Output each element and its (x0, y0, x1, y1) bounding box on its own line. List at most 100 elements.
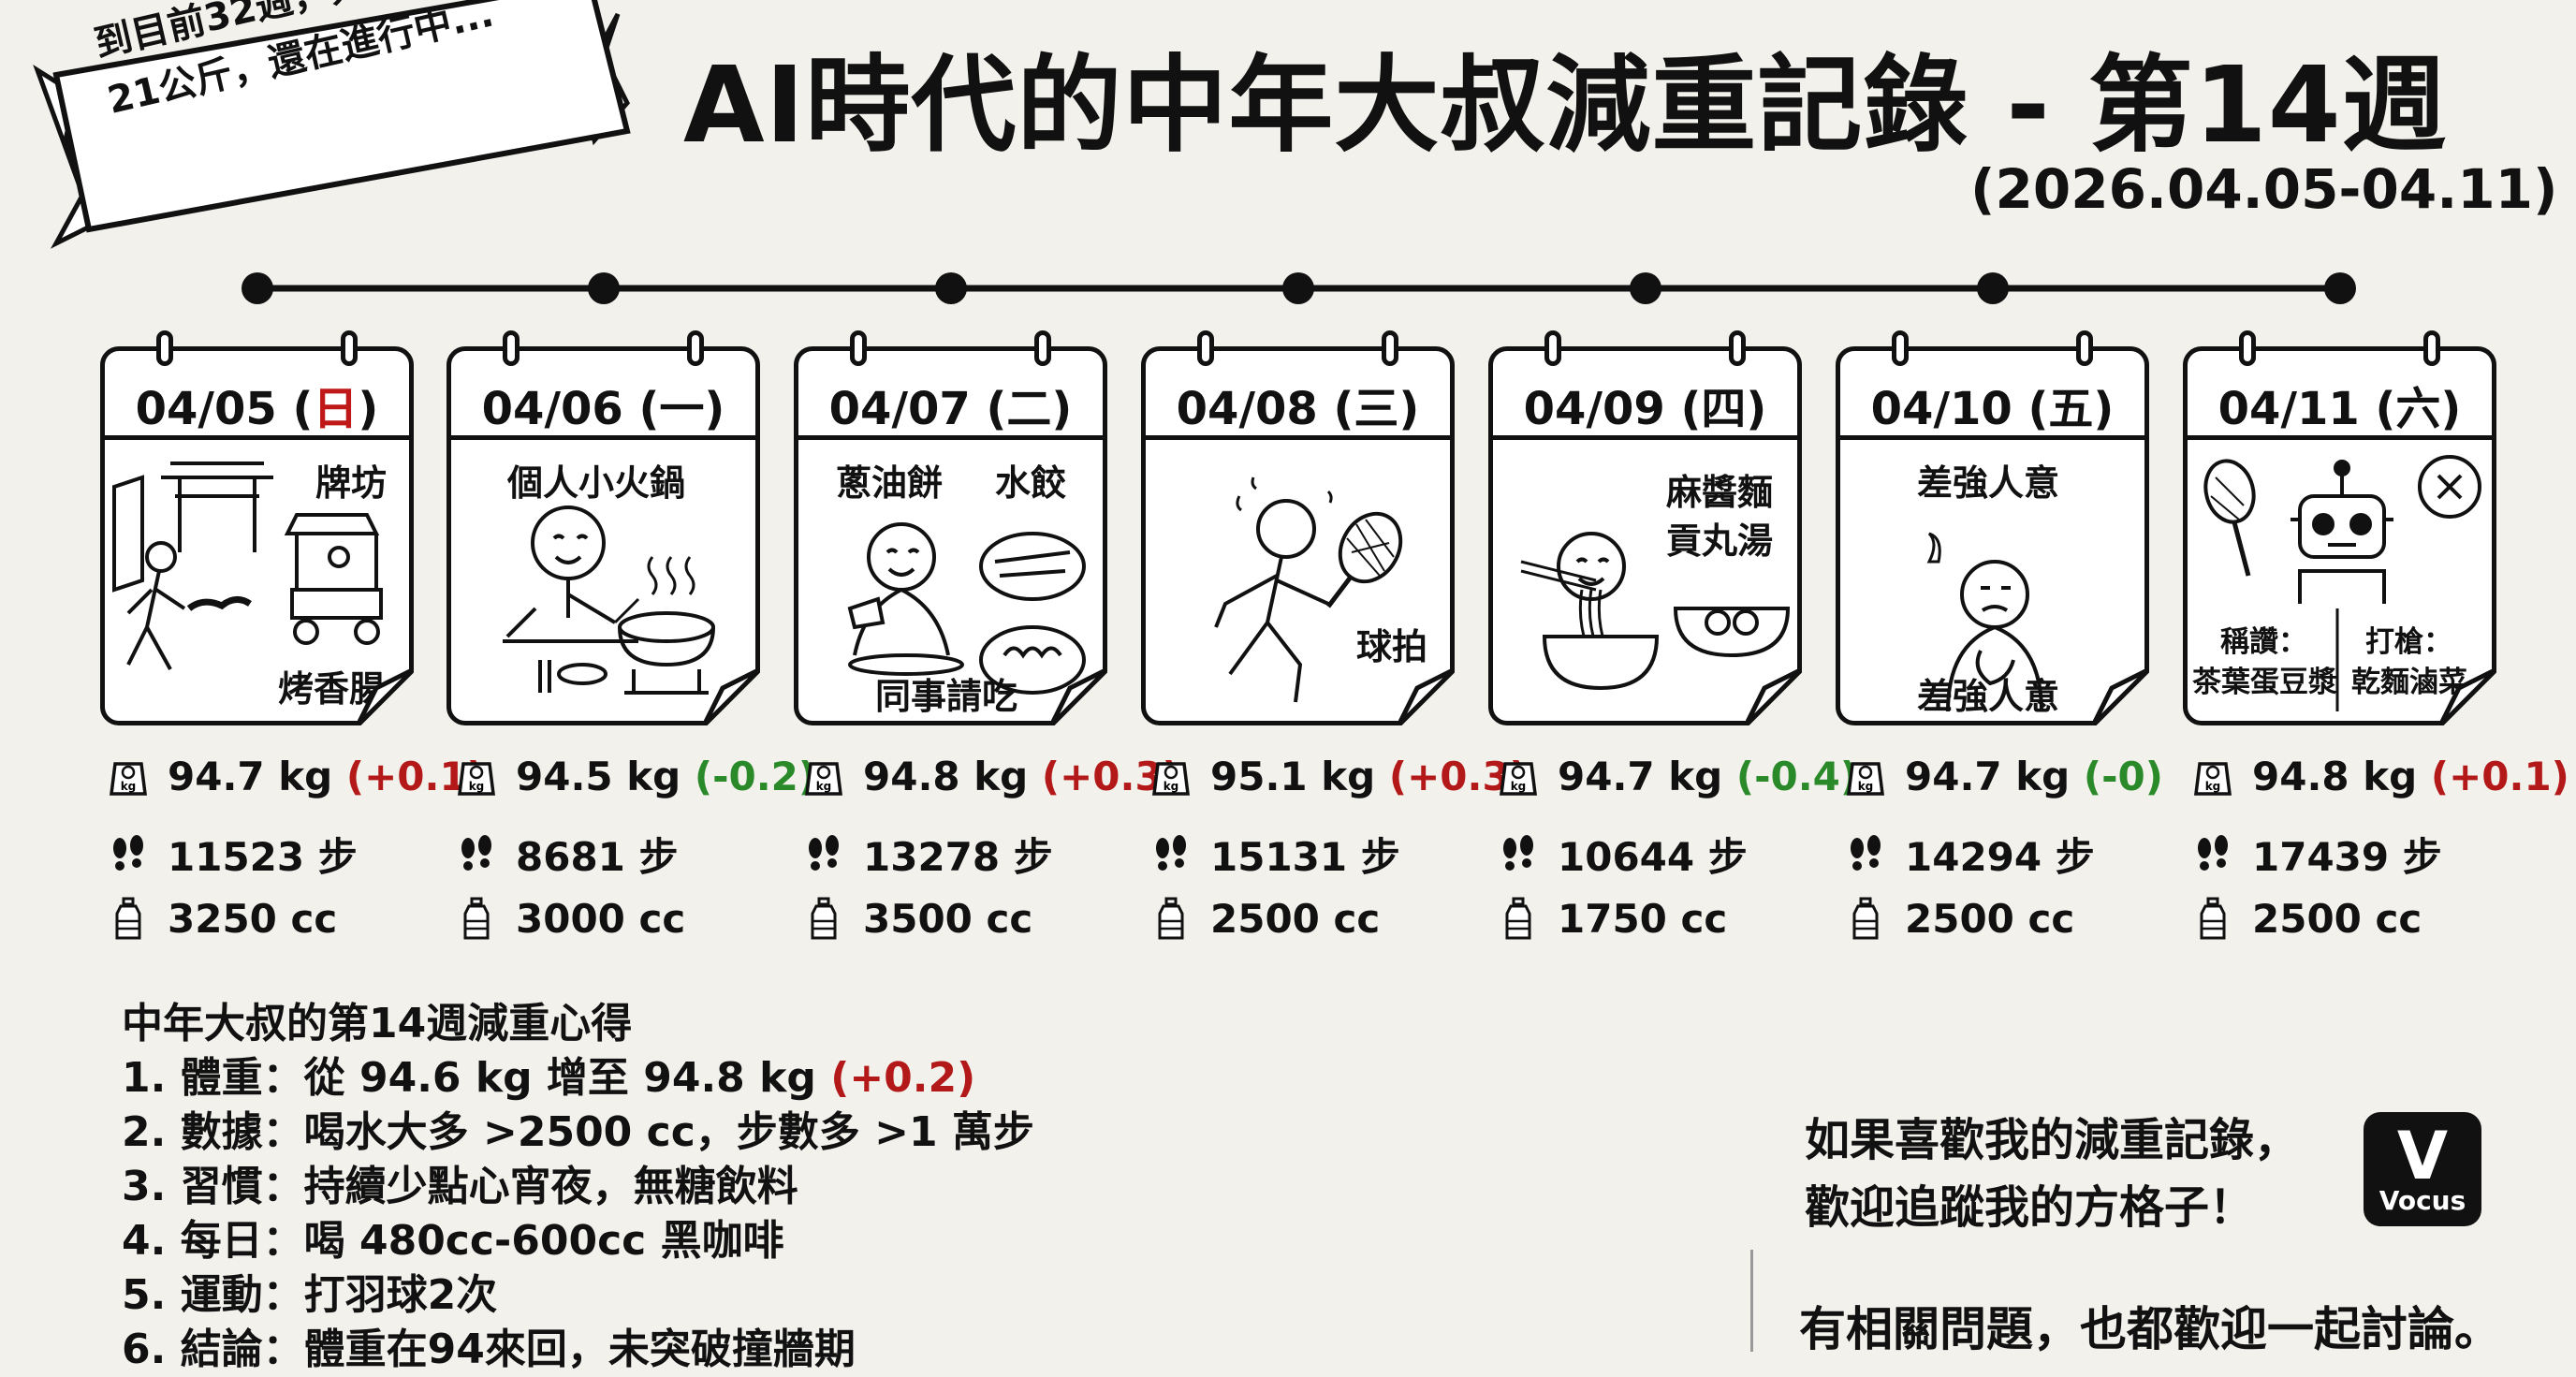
card-label: 水餃 (995, 462, 1067, 504)
svg-text:kg: kg (2205, 780, 2221, 793)
note-line-3: 3. 習慣：持續少點心宵夜，無糖飲料 (122, 1163, 798, 1210)
scale-icon: kg (1500, 761, 1537, 796)
badminton-illustration (1214, 476, 1403, 703)
card-label: 乾麵滷菜 (2351, 666, 2467, 699)
note-line-1: 1. 體重：從 94.6 kg 增至 94.8 kg (+0.2) (122, 1054, 976, 1102)
day-card-0407: 04/07 (二) 蔥油餅 水餃 同事請吃 (794, 330, 1107, 725)
vocus-logo[interactable]: V Vocus (2364, 1112, 2481, 1226)
steps-stat: 17439 步 (2192, 826, 2442, 883)
svg-text:kg: kg (469, 780, 485, 793)
card-date: 04/07 (二) (828, 383, 1073, 435)
hotpot-illustration (503, 505, 715, 695)
robot-illustration (2203, 455, 2481, 711)
timeline (242, 272, 2356, 304)
scale-icon: kg (805, 761, 842, 796)
steps-stat: 10644 步 (1498, 826, 1748, 883)
footprints-icon (113, 834, 143, 871)
card-date: 04/10 (五) (1870, 383, 2115, 435)
vocus-mark: V (2396, 1118, 2449, 1194)
scale-icon: kg (458, 761, 495, 796)
day-card-0411: 04/11 (六) 稱讚： 打槍： 茶葉蛋豆漿 乾麵滷菜 (2183, 330, 2496, 725)
day-card-0409: 04/09 (四) 麻醬麵 貢丸湯 (1488, 330, 1802, 725)
thinking-person-illustration (1926, 532, 2043, 712)
water-bottle-icon (811, 897, 837, 939)
divider-line (1750, 1250, 1753, 1352)
scale-icon: kg (1847, 761, 1884, 796)
footprints-icon (461, 834, 491, 871)
scale-icon: kg (1152, 761, 1190, 796)
water-stat: 2500 cc (2192, 896, 2422, 942)
footprints-icon (1156, 834, 1186, 871)
water-bottle-icon (463, 897, 490, 939)
note-line-4: 4. 每日：喝 480cc-600cc 黑咖啡 (122, 1217, 784, 1265)
svg-text:kg: kg (1511, 780, 1527, 793)
footprints-icon (809, 834, 839, 871)
steps-stat: 14294 步 (1845, 826, 2095, 883)
dumpling-illustration (847, 522, 1086, 695)
svg-text:kg: kg (816, 780, 832, 793)
timeline-dot (242, 272, 273, 304)
page-title: AI時代的中年大叔減重記錄 - 第14週 (683, 45, 2448, 167)
steps-stat: 15131 步 (1150, 826, 1400, 883)
water-bottle-icon (2200, 897, 2226, 939)
steps-stat: 8681 步 (456, 826, 679, 883)
ribbon-banner (33, 0, 631, 249)
svg-text:kg: kg (1858, 780, 1874, 793)
water-bottle-icon (1158, 897, 1184, 939)
follow-line-1: 如果喜歡我的減重記錄， (1805, 1114, 2300, 1166)
timeline-dot (588, 272, 620, 304)
card-label: 差強人意 (1917, 676, 2060, 717)
discuss-message: 有相關問題，也都歡迎一起討論。 (1799, 1302, 2501, 1356)
svg-text:kg: kg (1164, 780, 1179, 793)
water-stat: 3250 cc (108, 896, 337, 942)
follow-line-2: 歡迎追蹤我的方格子！ (1805, 1181, 2255, 1234)
water-stat: 2500 cc (1845, 896, 2074, 942)
water-bottle-icon (1505, 897, 1531, 939)
timeline-dot (2324, 272, 2356, 304)
card-label: 個人小火鍋 (507, 462, 686, 504)
card-label: 稱讚： (2220, 625, 2307, 659)
note-line-2: 2. 數據：喝水大多 >2500 cc，步數多 >1 萬步 (122, 1108, 1034, 1156)
notes-heading: 中年大叔的第14週減重心得 (122, 1000, 633, 1047)
footprints-icon (1503, 834, 1533, 871)
day-card-0408: 04/08 (三) 球拍 (1141, 330, 1455, 725)
gate-sausage-illustration (112, 461, 383, 670)
card-date: 04/11 (六) (2217, 383, 2462, 435)
day-card-0410: 04/10 (五) 差強人意 差強人意 (1836, 330, 2149, 725)
water-stat: 2500 cc (1150, 896, 1380, 942)
timeline-dot (1282, 272, 1314, 304)
card-date: 04/09 (四) (1523, 383, 1767, 435)
card-label: 打槍： (2365, 625, 2452, 659)
card-label: 牌坊 (315, 462, 388, 504)
water-bottle-icon (1852, 897, 1879, 939)
scale-icon: kg (110, 761, 147, 796)
card-label: 麻醬麵 (1666, 472, 1774, 513)
card-date: 04/06 (一) (481, 383, 725, 435)
timeline-dot (1977, 272, 2009, 304)
day-card-0406: 04/06 (一) 個人小火鍋 (446, 330, 760, 725)
date-range: (2026.04.05-04.11) (1970, 157, 2558, 221)
card-label: 茶葉蛋豆漿 (2192, 666, 2337, 699)
note-line-6: 6. 結論：體重在94來回，未突破撞牆期 (122, 1326, 856, 1373)
vocus-name: Vocus (2378, 1185, 2466, 1216)
card-label: 同事請吃 (875, 676, 1018, 717)
steps-stat: 13278 步 (803, 826, 1053, 883)
card-label: 貢丸湯 (1666, 520, 1774, 562)
card-label: 球拍 (1356, 626, 1428, 667)
card-date: 04/08 (三) (1176, 383, 1420, 435)
svg-text:kg: kg (121, 780, 137, 793)
weekly-notes: 中年大叔的第14週減重心得 1. 體重：從 94.6 kg 增至 94.8 kg… (122, 997, 1034, 1377)
steps-stat: 11523 步 (108, 826, 358, 883)
day-card-0405: 04/05 (日) 牌坊 烤香腸 (100, 330, 414, 725)
water-bottle-icon (115, 897, 141, 939)
noodle-soup-illustration (1520, 532, 1791, 691)
note-line-5: 5. 運動：打羽球2次 (122, 1271, 498, 1319)
water-stat: 3500 cc (803, 896, 1032, 942)
footprints-icon (2198, 834, 2228, 871)
water-stat: 1750 cc (1498, 896, 1727, 942)
